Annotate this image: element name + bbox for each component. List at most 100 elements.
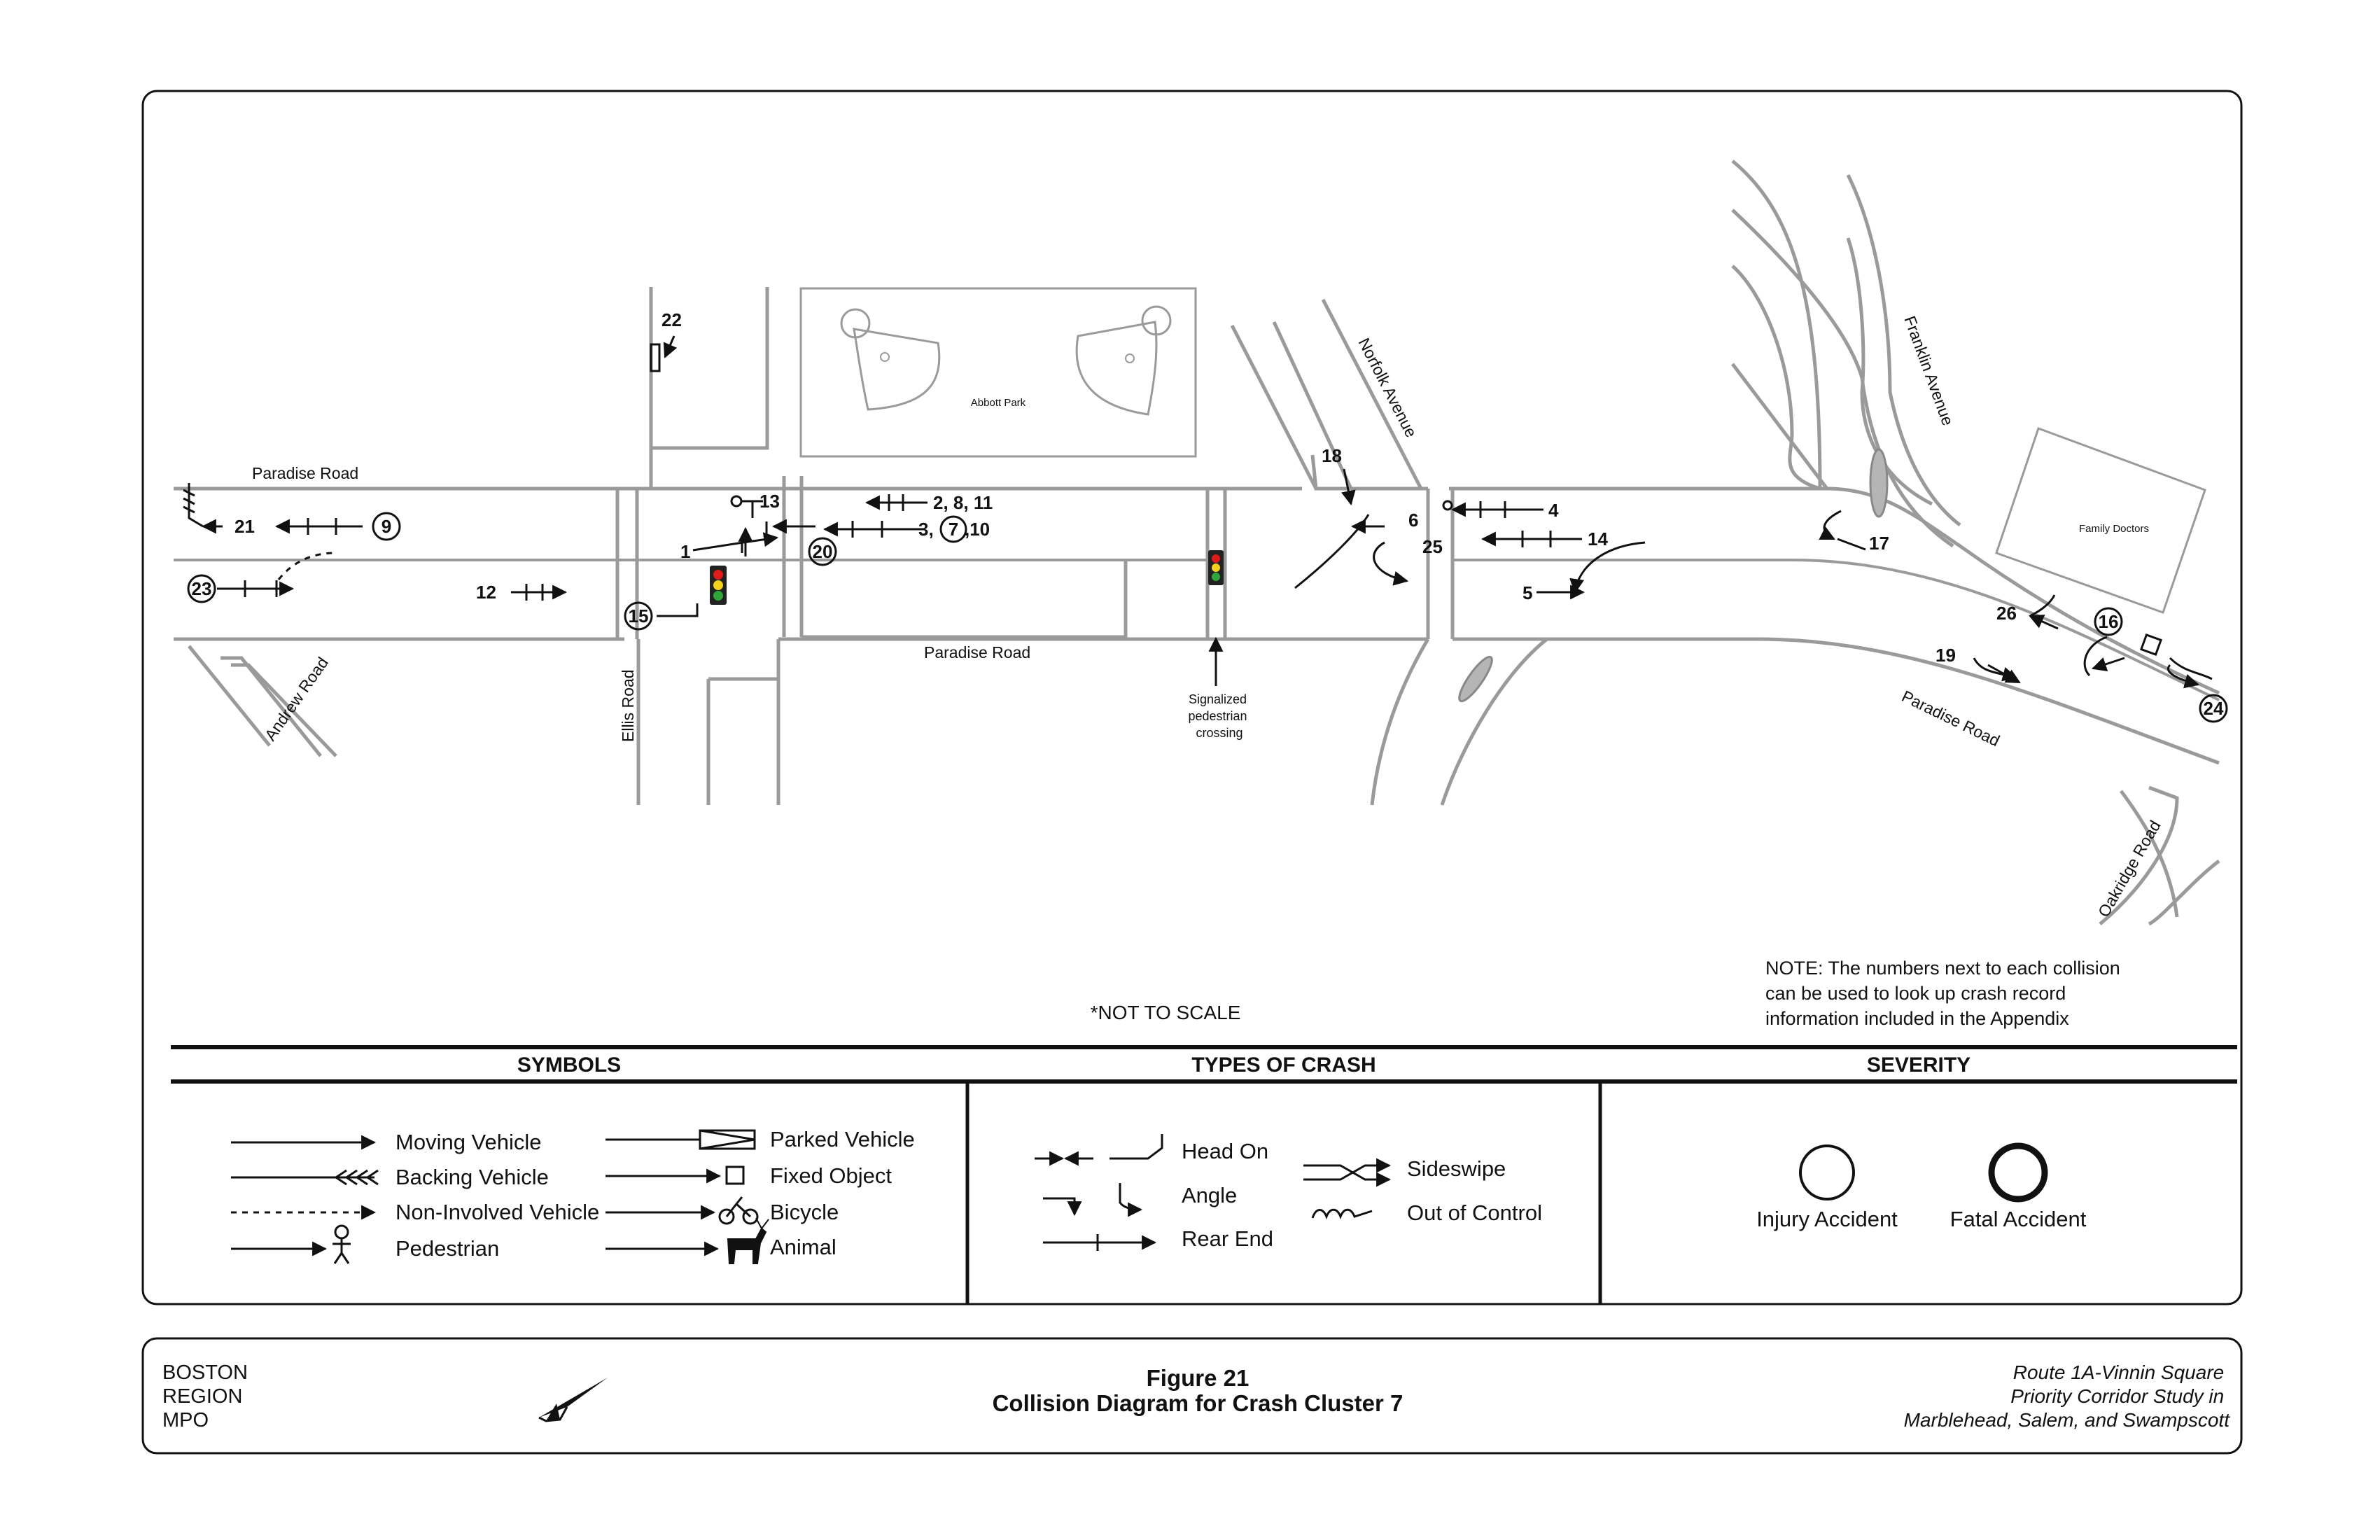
street-label-andrew-road: Andrew Road (261, 654, 332, 744)
injury-circle-16 (2094, 607, 2123, 636)
not-to-scale-note: *NOT TO SCALE (1091, 1002, 1241, 1023)
injury-circle-24 (2199, 694, 2228, 723)
crash-17-arrow (1819, 510, 1842, 540)
north-arrow-icon (538, 1378, 608, 1422)
family-doctors-label: Family Doctors (2079, 523, 2149, 535)
crash-25-arrow (1373, 541, 1409, 586)
crash-16-arrow (2092, 657, 2125, 671)
footer-study-line1: Route 1A-Vinnin Square (2013, 1362, 2224, 1383)
crash-label-9: 9 (382, 516, 391, 537)
crash-13-pedestrian (730, 495, 743, 507)
street-label-paradise-road-mid: Paradise Road (924, 643, 1030, 662)
abbott-park: Abbott Park (799, 287, 1197, 458)
figure-number: Figure 21 (1147, 1365, 1250, 1391)
legend-injury-circle-icon (1799, 1144, 1855, 1200)
crash-22-arrow (663, 335, 678, 358)
injury-circle-23 (187, 574, 216, 603)
crash-label-1: 1 (680, 541, 690, 562)
street-label-franklin-avenue: Franklin Avenue (1900, 314, 1957, 428)
legend-sideswipe-label: Sideswipe (1407, 1156, 1506, 1181)
injury-circle-15 (624, 601, 653, 631)
street-label-oakridge-road: Oakridge Road (2094, 818, 2164, 920)
crosswalk-label-line2: pedestrian (1188, 709, 1247, 723)
crash-label-26: 26 (1996, 603, 2017, 624)
appendix-note: NOTE: The numbers next to each collision… (1765, 958, 2125, 1029)
crash-23-ticks (244, 580, 278, 597)
footer-org-line3: MPO (162, 1409, 209, 1432)
crash-24-arrow (2167, 664, 2200, 689)
street-label-paradise-road-west: Paradise Road (252, 464, 358, 482)
legend-animal-deer-icon (727, 1217, 769, 1264)
crash-label-18: 18 (1322, 445, 1342, 466)
crash-22-parked (650, 343, 661, 372)
legend-severity-header: SEVERITY (1867, 1054, 1970, 1077)
legend-backing-vehicle-label: Backing Vehicle (396, 1165, 549, 1189)
abbott-park-label: Abbott Park (971, 397, 1026, 409)
legend-fixed-object-label: Fixed Object (770, 1163, 892, 1188)
crash-16-curve (2083, 636, 2108, 677)
legend-bicycle-label: Bicycle (770, 1200, 839, 1224)
crash-label-24: 24 (2204, 698, 2224, 719)
street-label-ellis-road: Ellis Road (619, 669, 637, 742)
appendix-note-line3: information included in the Appendix (1765, 1008, 2069, 1029)
crash-label-19: 19 (1935, 645, 1956, 666)
crash-12-ticks (525, 584, 544, 601)
crash-label-17: 17 (1869, 533, 1889, 554)
crash-label-23: 23 (192, 578, 212, 599)
legend-rear-end-label: Rear End (1182, 1226, 1273, 1251)
crash-15-arrow (657, 603, 699, 617)
traffic-signal-crossing (1208, 550, 1224, 585)
crosswalk-label-line3: crossing (1196, 726, 1242, 740)
legend-sideswipe-icon (1303, 1164, 1392, 1187)
crash-5-curve (1569, 541, 1646, 594)
legend-angle-icon (1043, 1197, 1082, 1217)
crash-label-15: 15 (629, 606, 649, 626)
legend-moving-vehicle-label: Moving Vehicle (396, 1130, 542, 1154)
legend-types-header: TYPES OF CRASH (1191, 1054, 1376, 1077)
crash-label-25: 25 (1422, 536, 1443, 557)
traffic-island (1869, 448, 1889, 518)
figure-title: Collision Diagram for Crash Cluster 7 (993, 1390, 1404, 1416)
crash-18-arrow (1340, 468, 1356, 506)
traffic-island-south (1458, 655, 1493, 703)
street-label-paradise-road-east: Paradise Road (1899, 687, 2003, 750)
injury-circle-7 (939, 515, 967, 543)
footer-org-line1: BOSTON (162, 1362, 248, 1384)
injury-circle-20 (808, 537, 837, 566)
footer-org-line2: REGION (162, 1385, 242, 1408)
crash-label-7: 7 (948, 519, 958, 540)
legend-injury-label: Injury Accident (1756, 1207, 1898, 1231)
crash-21-backing (183, 483, 204, 528)
crosswalk-label: Signalized pedestrian crossing (1188, 692, 1250, 740)
legend-fatal-label: Fatal Accident (1950, 1207, 2087, 1231)
footer-frame (141, 1337, 2243, 1455)
road-network (174, 160, 2220, 926)
crash-label-10: ,10 (965, 519, 990, 540)
family-doctors-building: Family Doctors (1995, 427, 2206, 614)
legend-fatal-circle-icon (1988, 1142, 2048, 1203)
appendix-note-line2: can be used to look up crash record (1765, 983, 2066, 1004)
crash-9-ticks (307, 518, 337, 535)
main-frame (141, 90, 2243, 1306)
injury-circle-9 (372, 512, 401, 541)
legend-out-of-control-label: Out of Control (1407, 1200, 1542, 1225)
crash-26-arrow (2029, 615, 2059, 630)
crash-label-5: 5 (1522, 582, 1532, 603)
crash-label-20: 20 (813, 541, 833, 562)
crash-label-4: 4 (1548, 500, 1559, 521)
footer-study-line3: Marblehead, Salem, and Swampscott (1904, 1409, 2231, 1431)
crash-label-12: 12 (476, 582, 496, 603)
footer-org: BOSTON REGION MPO (162, 1362, 253, 1432)
crash-25-curve (1294, 514, 1370, 589)
crash-label-13: 13 (760, 491, 780, 512)
traffic-signal-ellis (710, 566, 727, 605)
legend: SYMBOLS TYPES OF CRASH SEVERITY Moving V… (171, 1045, 2237, 1303)
legend-animal-label: Animal (770, 1235, 836, 1259)
crash-label-6: 6 (1408, 510, 1418, 531)
crash-23-noninvolved (277, 552, 335, 580)
legend-parked-vehicle-label: Parked Vehicle (770, 1127, 915, 1152)
crash-label-22: 22 (662, 309, 682, 330)
crash-1-arrow (692, 532, 779, 552)
legend-pedestrian-label: Pedestrian (396, 1236, 499, 1261)
